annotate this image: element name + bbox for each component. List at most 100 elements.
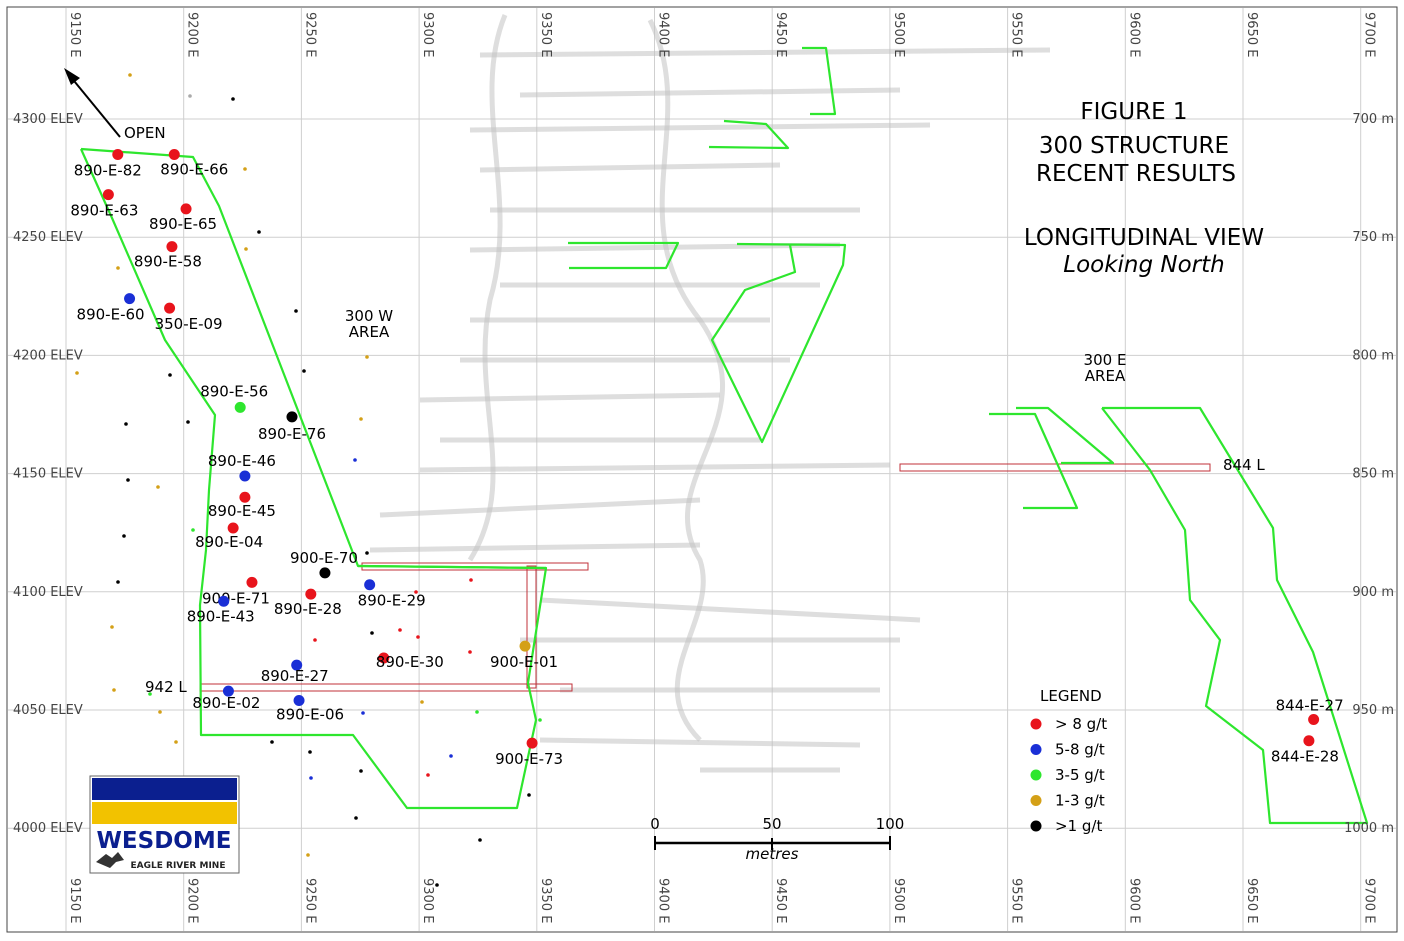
drill-hole-label: 890-E-58 <box>134 253 202 271</box>
minor-intercept-dot <box>426 773 430 777</box>
elevation-label: 4000 ELEV <box>13 821 83 836</box>
easting-label-bottom: 9600 E <box>1126 878 1141 923</box>
minor-intercept-dot <box>186 420 190 424</box>
drill-hole-label: 890-E-65 <box>149 215 217 233</box>
minor-intercept-dot <box>188 94 192 98</box>
minor-intercept-dot <box>158 710 162 714</box>
drill-hole-marker <box>227 522 239 534</box>
figure-title: FIGURE 1 <box>1080 99 1187 125</box>
minor-intercept-dot <box>294 309 298 313</box>
easting-label-top: 9300 E <box>420 12 435 57</box>
minor-intercept-dot <box>302 369 306 373</box>
easting-label-bottom: 9650 E <box>1244 878 1259 923</box>
minor-intercept-dot <box>126 478 130 482</box>
drill-hole-label: 890-E-04 <box>195 533 263 551</box>
easting-label-top: 9150 E <box>67 12 82 57</box>
minor-intercept-dot <box>449 754 453 758</box>
view-title: LONGITUDINAL VIEW <box>1024 225 1264 251</box>
minor-intercept-dot <box>110 625 114 629</box>
drill-hole-label: 890-E-29 <box>358 592 426 610</box>
minor-intercept-dot <box>468 650 472 654</box>
legend: LEGEND > 8 g/t5-8 g/t3-5 g/t1-3 g/t>1 g/… <box>1030 687 1107 835</box>
minor-intercept-dot <box>75 371 79 375</box>
minor-intercept-dot <box>244 247 248 251</box>
drill-hole-label: 890-E-76 <box>258 425 326 443</box>
elevation-label: 4200 ELEV <box>13 348 83 363</box>
drill-hole-marker <box>378 652 390 664</box>
easting-label-top: 9500 E <box>891 12 906 57</box>
minor-intercept-dot <box>306 853 310 857</box>
minor-intercept-dot <box>527 793 531 797</box>
view-direction: Looking North <box>1063 252 1224 278</box>
drill-hole-marker <box>319 567 331 579</box>
minor-intercept-dot <box>128 73 132 77</box>
minor-intercept-dot <box>365 551 369 555</box>
area-e-label-1: 300 E <box>1084 351 1127 369</box>
drill-hole-label: 890-E-06 <box>276 706 344 724</box>
drill-hole-label: 890-E-45 <box>208 502 276 520</box>
minor-intercept-dot <box>469 578 473 582</box>
drill-hole-label: 350-E-09 <box>155 315 223 333</box>
scale-bar: 0 50 100 metres <box>650 815 904 863</box>
minor-intercept-dot <box>313 638 317 642</box>
minor-intercept-dot <box>243 167 247 171</box>
drill-hole-marker <box>234 401 246 413</box>
logo-company: WESDOME <box>97 828 232 854</box>
legend-swatch <box>1030 795 1042 806</box>
minor-intercept-dot <box>112 688 116 692</box>
legend-item-label: 1-3 g/t <box>1055 792 1105 810</box>
figure-subtitle-2: RECENT RESULTS <box>1036 161 1236 187</box>
drill-hole-marker <box>246 576 258 588</box>
drill-hole-marker <box>168 148 180 160</box>
minor-intercept-dot <box>174 740 178 744</box>
coordinate-grid <box>8 8 1396 931</box>
minor-intercept-dot <box>309 776 313 780</box>
minor-intercept-dot <box>308 750 312 754</box>
elevation-label: 4100 ELEV <box>13 585 83 600</box>
scale-tick-100: 100 <box>876 815 905 833</box>
minor-intercept-dot <box>270 740 274 744</box>
drill-hole-label: 900-E-71 <box>202 589 270 607</box>
level-844-label: 844 L <box>1223 456 1265 474</box>
easting-label-top: 9550 E <box>1009 12 1024 57</box>
minor-intercepts <box>75 73 542 887</box>
drill-hole-label: 890-E-27 <box>261 667 329 685</box>
easting-label-top: 9650 E <box>1244 12 1259 57</box>
drill-hole-label: 890-E-43 <box>187 607 255 625</box>
drill-hole-marker <box>364 579 376 591</box>
minor-intercept-dot <box>398 628 402 632</box>
minor-intercept-dot <box>156 485 160 489</box>
minor-intercept-dot <box>354 816 358 820</box>
drill-hole-marker <box>164 302 176 314</box>
easting-label-bottom: 9550 E <box>1009 878 1024 923</box>
depth-label: 900 m <box>1352 585 1394 600</box>
minor-intercept-dot <box>191 528 195 532</box>
minor-intercept-dot <box>359 417 363 421</box>
minor-intercept-dot <box>257 230 261 234</box>
drill-hole-label: 890-E-56 <box>200 382 268 400</box>
logo-band-top <box>92 778 237 800</box>
drill-hole-label: 900-E-01 <box>490 653 558 671</box>
easting-label-bottom: 9500 E <box>891 878 906 923</box>
drill-hole-marker <box>305 588 317 600</box>
scale-tick-0: 0 <box>650 815 660 833</box>
drill-hole-marker <box>291 659 303 671</box>
minor-intercept-dot <box>231 97 235 101</box>
minor-intercept-dot <box>361 711 365 715</box>
minor-intercept-dot <box>353 458 357 462</box>
drill-hole-marker <box>222 685 234 697</box>
drill-hole-label: 890-E-46 <box>208 452 276 470</box>
figure-subtitle-1: 300 STRUCTURE <box>1039 133 1229 159</box>
drill-hole-label: 890-E-30 <box>376 653 444 671</box>
minor-intercept-dot <box>168 373 172 377</box>
drill-hole-marker <box>239 491 251 503</box>
easting-label-top: 9400 E <box>656 12 671 57</box>
elevation-label: 4050 ELEV <box>13 703 83 718</box>
scale-unit: metres <box>746 845 799 863</box>
legend-swatch <box>1030 718 1042 730</box>
minor-intercept-dot <box>122 534 126 538</box>
depth-label: 1000 m <box>1344 821 1394 836</box>
